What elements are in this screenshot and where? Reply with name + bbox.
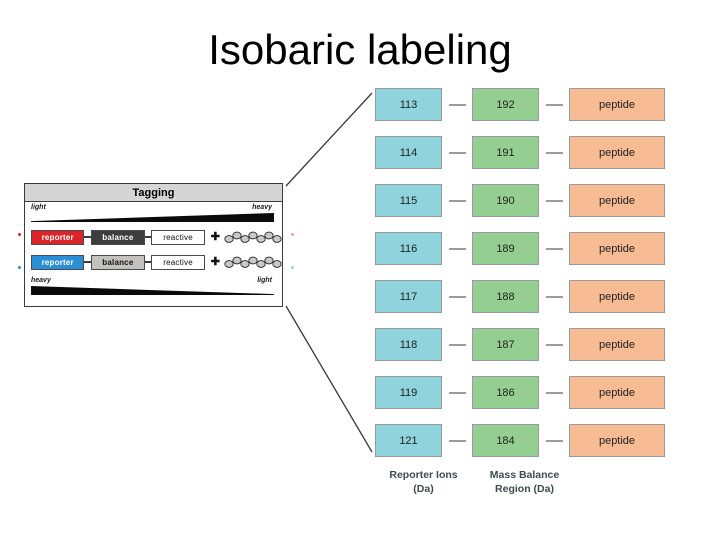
tag-connector [144,261,152,263]
balance-box-gray: balance [91,254,145,270]
reporter-ion-cell: 114 [375,136,442,169]
ladder-row: 121 184 peptide [375,424,675,457]
reporter-ion-cell: 118 [375,328,442,361]
edge-marker-red [18,233,21,236]
tagging-figure: Tagging light heavy reporter balance rea… [24,183,283,307]
peptide-cell: peptide [569,184,665,217]
peptide-bead-chain-icon [224,256,282,268]
tag-row: reporter balance reactive ✚ [31,226,282,248]
ladder-row: 119 186 peptide [375,376,675,409]
reporter-ions-caption-line1: Reporter Ions [389,469,458,481]
mass-balance-caption-line1: Mass Balance [489,469,560,481]
dash-connector [539,103,569,106]
mass-balance-cell: 188 [472,280,539,313]
mass-balance-cell: 191 [472,136,539,169]
ladder-row: 116 189 peptide [375,232,675,265]
ladder-row: 113 192 peptide [375,88,675,121]
edge-marker-red-right [291,233,294,236]
mass-balance-cell: 192 [472,88,539,121]
wedge-shape-bottom [31,286,274,295]
peptide-cell: peptide [569,232,665,265]
tagging-header-label: Tagging [25,184,282,202]
ladder-row: 118 187 peptide [375,328,675,361]
mass-balance-caption-line2: Region (Da) [495,483,554,495]
gradient-top-right-label: heavy [252,204,272,211]
dash-connector [539,391,569,394]
page-title: Isobaric labeling [208,26,512,73]
reporter-ion-cell: 113 [375,88,442,121]
edge-marker-blue-right [291,266,294,269]
gradient-bottom-right-label: light [257,277,272,284]
dash-connector [442,295,472,298]
dash-connector [442,199,472,202]
tag-connector [144,236,152,238]
peptide-bead-chain-icon [224,231,282,243]
plus-icon: ✚ [210,255,220,268]
reporter-ion-cell: 121 [375,424,442,457]
ladder-row: 115 190 peptide [375,184,675,217]
reporter-ion-cell: 117 [375,280,442,313]
dash-connector [539,295,569,298]
gradient-heavy-to-light: heavy light [31,277,274,296]
reporter-ions-caption-line2: (Da) [413,483,434,495]
edge-marker-blue [18,266,21,269]
gradient-bottom-left-label: heavy [31,277,51,284]
gradient-light-to-heavy: light heavy [31,204,274,223]
gradient-top-left-label: light [31,204,46,211]
tag-row: reporter balance reactive ✚ [31,251,282,273]
dash-connector [539,439,569,442]
dash-connector [442,343,472,346]
balance-box-dark: balance [91,229,145,245]
dash-connector [539,247,569,250]
tag-connector [84,236,92,238]
reporter-ions-caption: Reporter Ions (Da) [375,468,472,496]
dash-connector [442,439,472,442]
ladder-row: 117 188 peptide [375,280,675,313]
reporter-ion-cell: 119 [375,376,442,409]
dash-connector [539,151,569,154]
dash-connector [539,343,569,346]
reporter-box-red: reporter [31,229,85,245]
peptide-cell: peptide [569,88,665,121]
dash-connector [442,391,472,394]
mass-balance-cell: 187 [472,328,539,361]
mass-balance-cell: 184 [472,424,539,457]
peptide-cell: peptide [569,376,665,409]
mass-balance-caption: Mass Balance Region (Da) [472,468,577,496]
reporter-ion-cell: 116 [375,232,442,265]
peptide-cell: peptide [569,136,665,169]
tag-connector [84,261,92,263]
peptide-cell: peptide [569,424,665,457]
dash-connector [539,199,569,202]
dash-connector [442,247,472,250]
ladder-axis-captions: Reporter Ions (Da) Mass Balance Region (… [375,468,675,496]
reporter-box-blue: reporter [31,254,85,270]
reactive-box: reactive [151,254,205,270]
isobaric-tag-ladder: 113 192 peptide 114 191 peptide 115 190 … [375,88,675,457]
dash-connector [442,151,472,154]
reactive-box: reactive [151,229,205,245]
wedge-shape-top [31,213,274,222]
peptide-cell: peptide [569,328,665,361]
ladder-row: 114 191 peptide [375,136,675,169]
mass-balance-cell: 190 [472,184,539,217]
plus-icon: ✚ [210,230,220,243]
reporter-ion-cell: 115 [375,184,442,217]
dash-connector [442,103,472,106]
peptide-cell: peptide [569,280,665,313]
mass-balance-cell: 189 [472,232,539,265]
mass-balance-cell: 186 [472,376,539,409]
